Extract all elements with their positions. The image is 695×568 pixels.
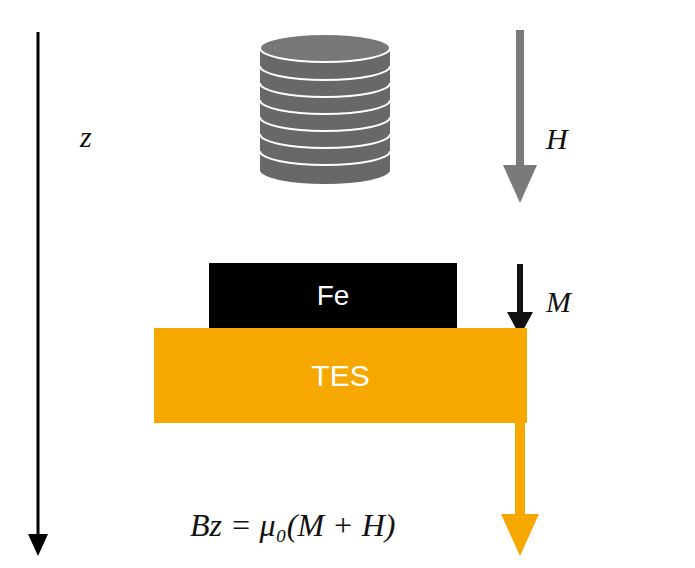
formula-label: Bz = μ₀(M + H) [190, 507, 395, 544]
iron-layer: Fe [209, 263, 457, 328]
axis-label: z [80, 120, 92, 154]
h-field-arrow [503, 30, 537, 203]
box-label: TES [311, 359, 369, 393]
field-label: H [546, 122, 568, 156]
tes-sensor: TES [154, 328, 527, 423]
magnetization-arrow [507, 264, 533, 336]
box-label: Fe [317, 280, 350, 312]
disk-stack [260, 34, 390, 184]
z-axis-arrow [28, 32, 48, 556]
field-label: M [546, 285, 571, 319]
